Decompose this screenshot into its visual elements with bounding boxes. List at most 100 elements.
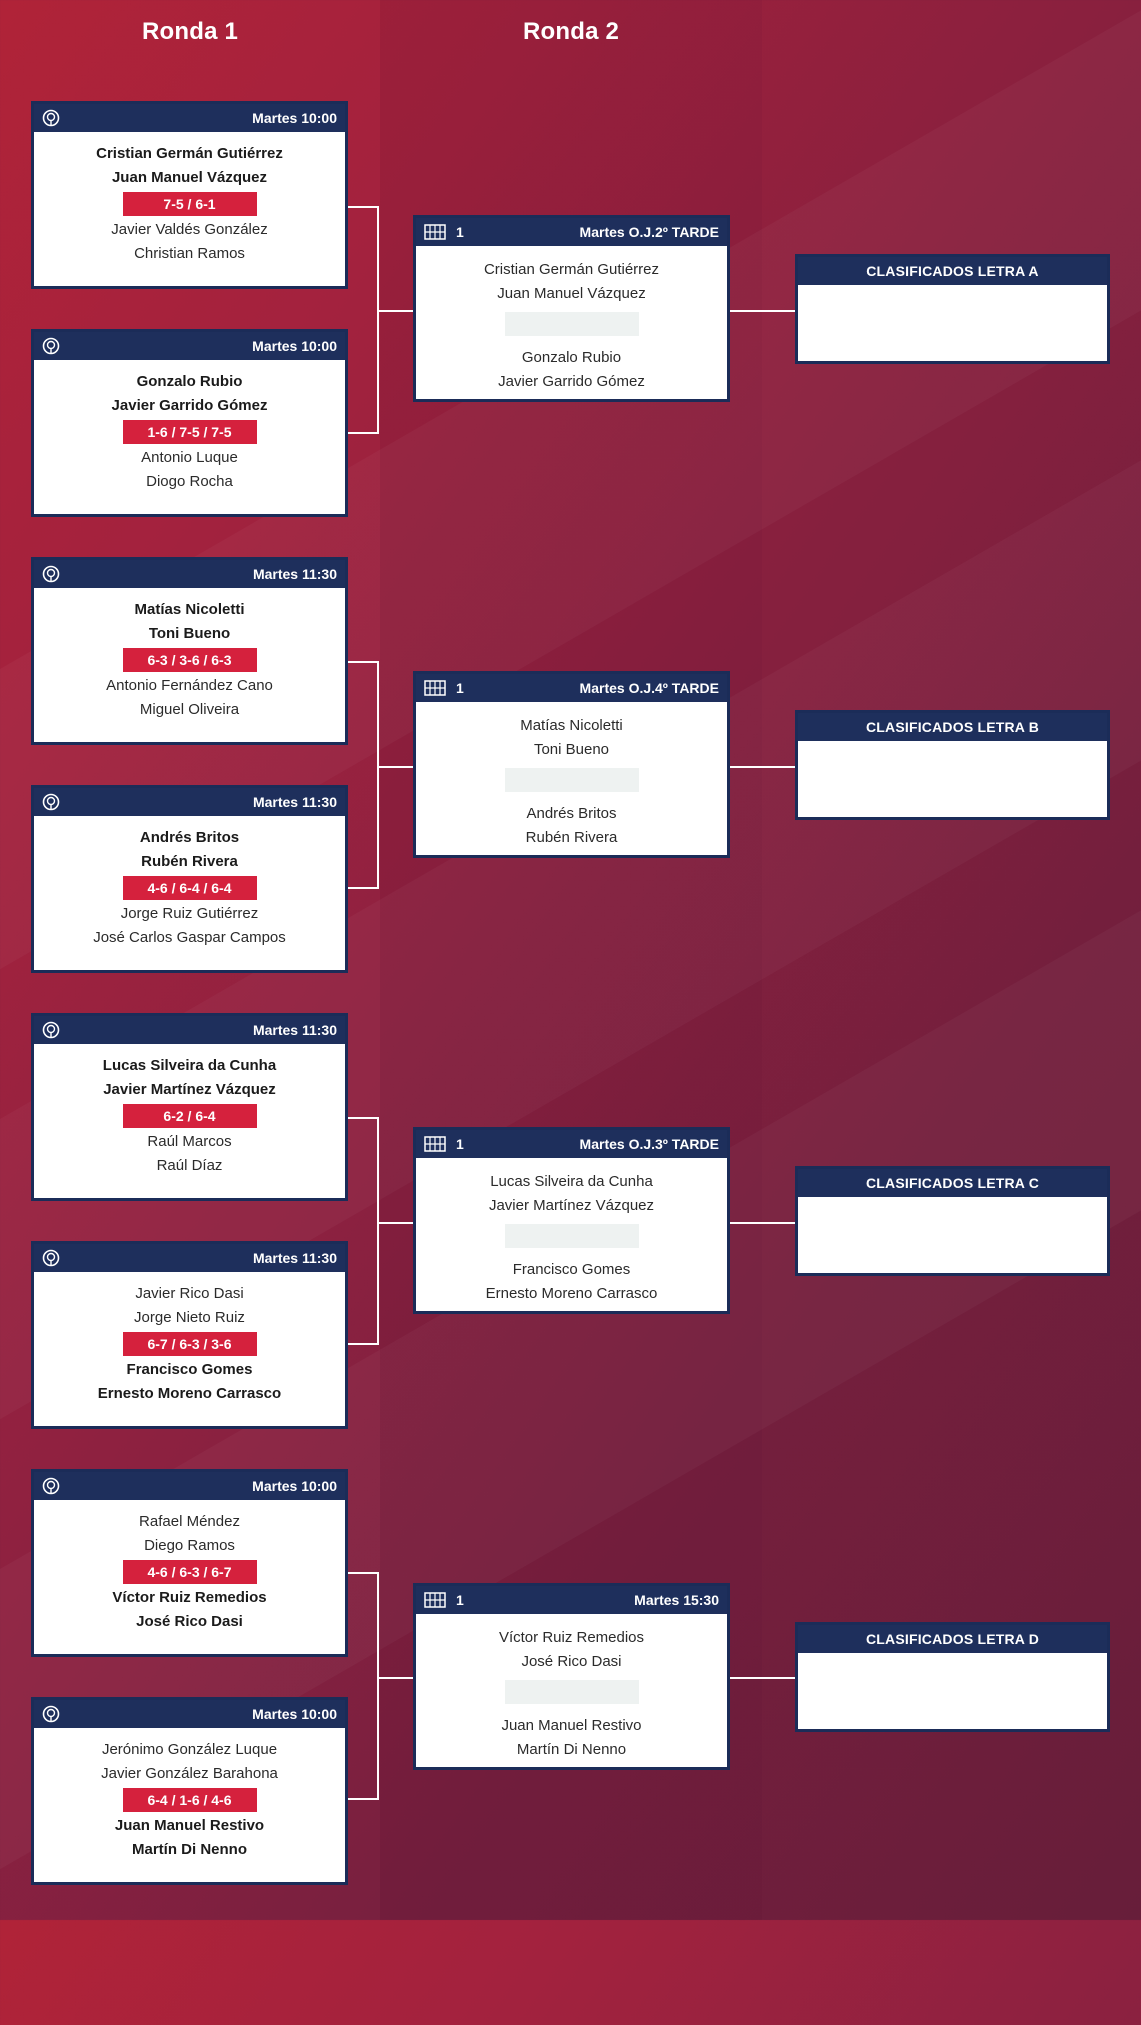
- bracket-connector: [377, 310, 414, 312]
- match-time: Martes 10:00: [252, 110, 337, 126]
- bracket-connector: [348, 1798, 378, 1800]
- round1-match-card[interactable]: Martes 11:30 Andrés Britos Rubén Rivera …: [31, 785, 348, 973]
- team2-player: Christian Ramos: [134, 245, 245, 262]
- match-header: Martes 10:00: [34, 104, 345, 132]
- match-time: Martes 10:00: [252, 1706, 337, 1722]
- team2-player: Antonio Luque: [141, 449, 238, 466]
- team1-player: Toni Bueno: [148, 625, 231, 642]
- team2-player: Francisco Gomes: [512, 1261, 631, 1278]
- court-number: 1: [456, 1136, 464, 1152]
- qualified-box-a: CLASIFICADOS LETRA A: [795, 254, 1110, 364]
- bracket-connector: [377, 661, 379, 889]
- team1-player: Lucas Silveira da Cunha: [102, 1057, 277, 1074]
- bracket-connector: [348, 432, 378, 434]
- match-time: Martes 10:00: [252, 1478, 337, 1494]
- qualified-box-c: CLASIFICADOS LETRA C: [795, 1166, 1110, 1276]
- match-header: Martes 10:00: [34, 1700, 345, 1728]
- round1-match-card[interactable]: Martes 10:00 Rafael Méndez Diego Ramos 4…: [31, 1469, 348, 1657]
- team2-player: Antonio Fernández Cano: [106, 677, 273, 694]
- match-time: Martes O.J.4º TARDE: [579, 680, 719, 696]
- round1-match-card[interactable]: Martes 11:30 Lucas Silveira da Cunha Jav…: [31, 1013, 348, 1201]
- match-time: Martes 11:30: [252, 1022, 337, 1038]
- score-placeholder: [504, 312, 639, 336]
- court-number: 1: [456, 680, 464, 696]
- team1-player: Javier Martínez Vázquez: [103, 1081, 276, 1098]
- team1-player: José Rico Dasi: [521, 1653, 622, 1670]
- match-header: 1 Martes O.J.4º TARDE: [416, 674, 727, 702]
- court-number: 1: [456, 224, 464, 240]
- qualified-box-b: CLASIFICADOS LETRA B: [795, 710, 1110, 820]
- bracket-connector: [730, 1677, 796, 1679]
- team1-player: Lucas Silveira da Cunha: [490, 1173, 653, 1190]
- team1-player: Toni Bueno: [533, 741, 610, 758]
- padel-ball-icon: [42, 1705, 60, 1723]
- round1-match-card[interactable]: Martes 11:30 Javier Rico Dasi Jorge Niet…: [31, 1241, 348, 1429]
- court-icon: [424, 1592, 446, 1608]
- score-badge: 6-7 / 6-3 / 3-6: [122, 1332, 257, 1356]
- qualified-label: CLASIFICADOS LETRA A: [798, 257, 1107, 285]
- padel-ball-icon: [42, 793, 60, 811]
- score-placeholder: [504, 1224, 639, 1248]
- qualified-label: CLASIFICADOS LETRA C: [798, 1169, 1107, 1197]
- team2-player: Juan Manuel Restivo: [501, 1717, 642, 1734]
- bracket-connector: [348, 1343, 378, 1345]
- round2-match-card[interactable]: 1 Martes 15:30 Víctor Ruiz Remedios José…: [413, 1583, 730, 1770]
- bracket-connector: [730, 1222, 796, 1224]
- team1-player: Javier Martínez Vázquez: [488, 1197, 655, 1214]
- qualified-box-d: CLASIFICADOS LETRA D: [795, 1622, 1110, 1732]
- match-header: 1 Martes O.J.3º TARDE: [416, 1130, 727, 1158]
- team1-player: Javier Rico Dasi: [135, 1285, 244, 1302]
- score-badge: 4-6 / 6-4 / 6-4: [122, 876, 257, 900]
- score-badge: 1-6 / 7-5 / 7-5: [122, 420, 257, 444]
- bracket-connector: [377, 206, 379, 434]
- team2-player: Ernesto Moreno Carrasco: [485, 1285, 658, 1302]
- team2-player: Francisco Gomes: [126, 1361, 253, 1378]
- team2-player: Raúl Díaz: [156, 1157, 223, 1174]
- round1-match-card[interactable]: Martes 10:00 Gonzalo Rubio Javier Garrid…: [31, 329, 348, 517]
- team2-player: Diogo Rocha: [146, 473, 233, 490]
- padel-ball-icon: [42, 109, 60, 127]
- team2-player: Javier Garrido Gómez: [498, 373, 645, 390]
- qualified-label: CLASIFICADOS LETRA B: [798, 713, 1107, 741]
- round1-match-card[interactable]: Martes 11:30 Matías Nicoletti Toni Bueno…: [31, 557, 348, 745]
- team1-player: Matías Nicoletti: [520, 717, 623, 734]
- score-badge: 4-6 / 6-3 / 6-7: [122, 1560, 257, 1584]
- round-2-title: Ronda 2: [522, 18, 620, 45]
- padel-ball-icon: [42, 1021, 60, 1039]
- match-header: Martes 11:30: [34, 560, 345, 588]
- match-time: Martes O.J.3º TARDE: [579, 1136, 719, 1152]
- bracket-connector: [730, 766, 796, 768]
- team1-player: Javier Garrido Gómez: [111, 397, 268, 414]
- match-header: Martes 11:30: [34, 1016, 345, 1044]
- bracket-connector: [348, 1572, 378, 1574]
- team2-player: Miguel Oliveira: [139, 701, 240, 718]
- team2-player: Martín Di Nenno: [132, 1841, 247, 1858]
- score-badge: 6-4 / 1-6 / 4-6: [122, 1788, 257, 1812]
- score-badge: 7-5 / 6-1: [122, 192, 257, 216]
- team2-player: Martín Di Nenno: [516, 1741, 627, 1758]
- court-number: 1: [456, 1592, 464, 1608]
- padel-ball-icon: [42, 1249, 60, 1267]
- bracket-connector: [377, 1677, 414, 1679]
- round1-match-card[interactable]: Martes 10:00 Cristian Germán Gutiérrez J…: [31, 101, 348, 289]
- match-time: Martes 11:30: [252, 1250, 337, 1266]
- team2-player: Ernesto Moreno Carrasco: [97, 1385, 282, 1402]
- team2-player: Jorge Ruiz Gutiérrez: [120, 905, 259, 922]
- team1-player: Javier González Barahona: [101, 1765, 278, 1782]
- team1-player: Andrés Britos: [139, 829, 240, 846]
- court-icon: [424, 224, 446, 240]
- round1-match-card[interactable]: Martes 10:00 Jerónimo González Luque Jav…: [31, 1697, 348, 1885]
- bracket-connector: [348, 206, 378, 208]
- team1-player: Gonzalo Rubio: [136, 373, 243, 390]
- score-placeholder: [504, 768, 639, 792]
- team2-player: José Rico Dasi: [136, 1613, 243, 1630]
- round2-match-card[interactable]: 1 Martes O.J.2º TARDE Cristian Germán Gu…: [413, 215, 730, 402]
- match-time: Martes 11:30: [252, 794, 337, 810]
- match-header: 1 Martes 15:30: [416, 1586, 727, 1614]
- team1-player: Rafael Méndez: [139, 1513, 240, 1530]
- bracket-connector: [730, 310, 796, 312]
- match-header: Martes 10:00: [34, 332, 345, 360]
- team1-player: Rubén Rivera: [141, 853, 238, 870]
- round2-match-card[interactable]: 1 Martes O.J.4º TARDE Matías Nicoletti T…: [413, 671, 730, 858]
- round2-match-card[interactable]: 1 Martes O.J.3º TARDE Lucas Silveira da …: [413, 1127, 730, 1314]
